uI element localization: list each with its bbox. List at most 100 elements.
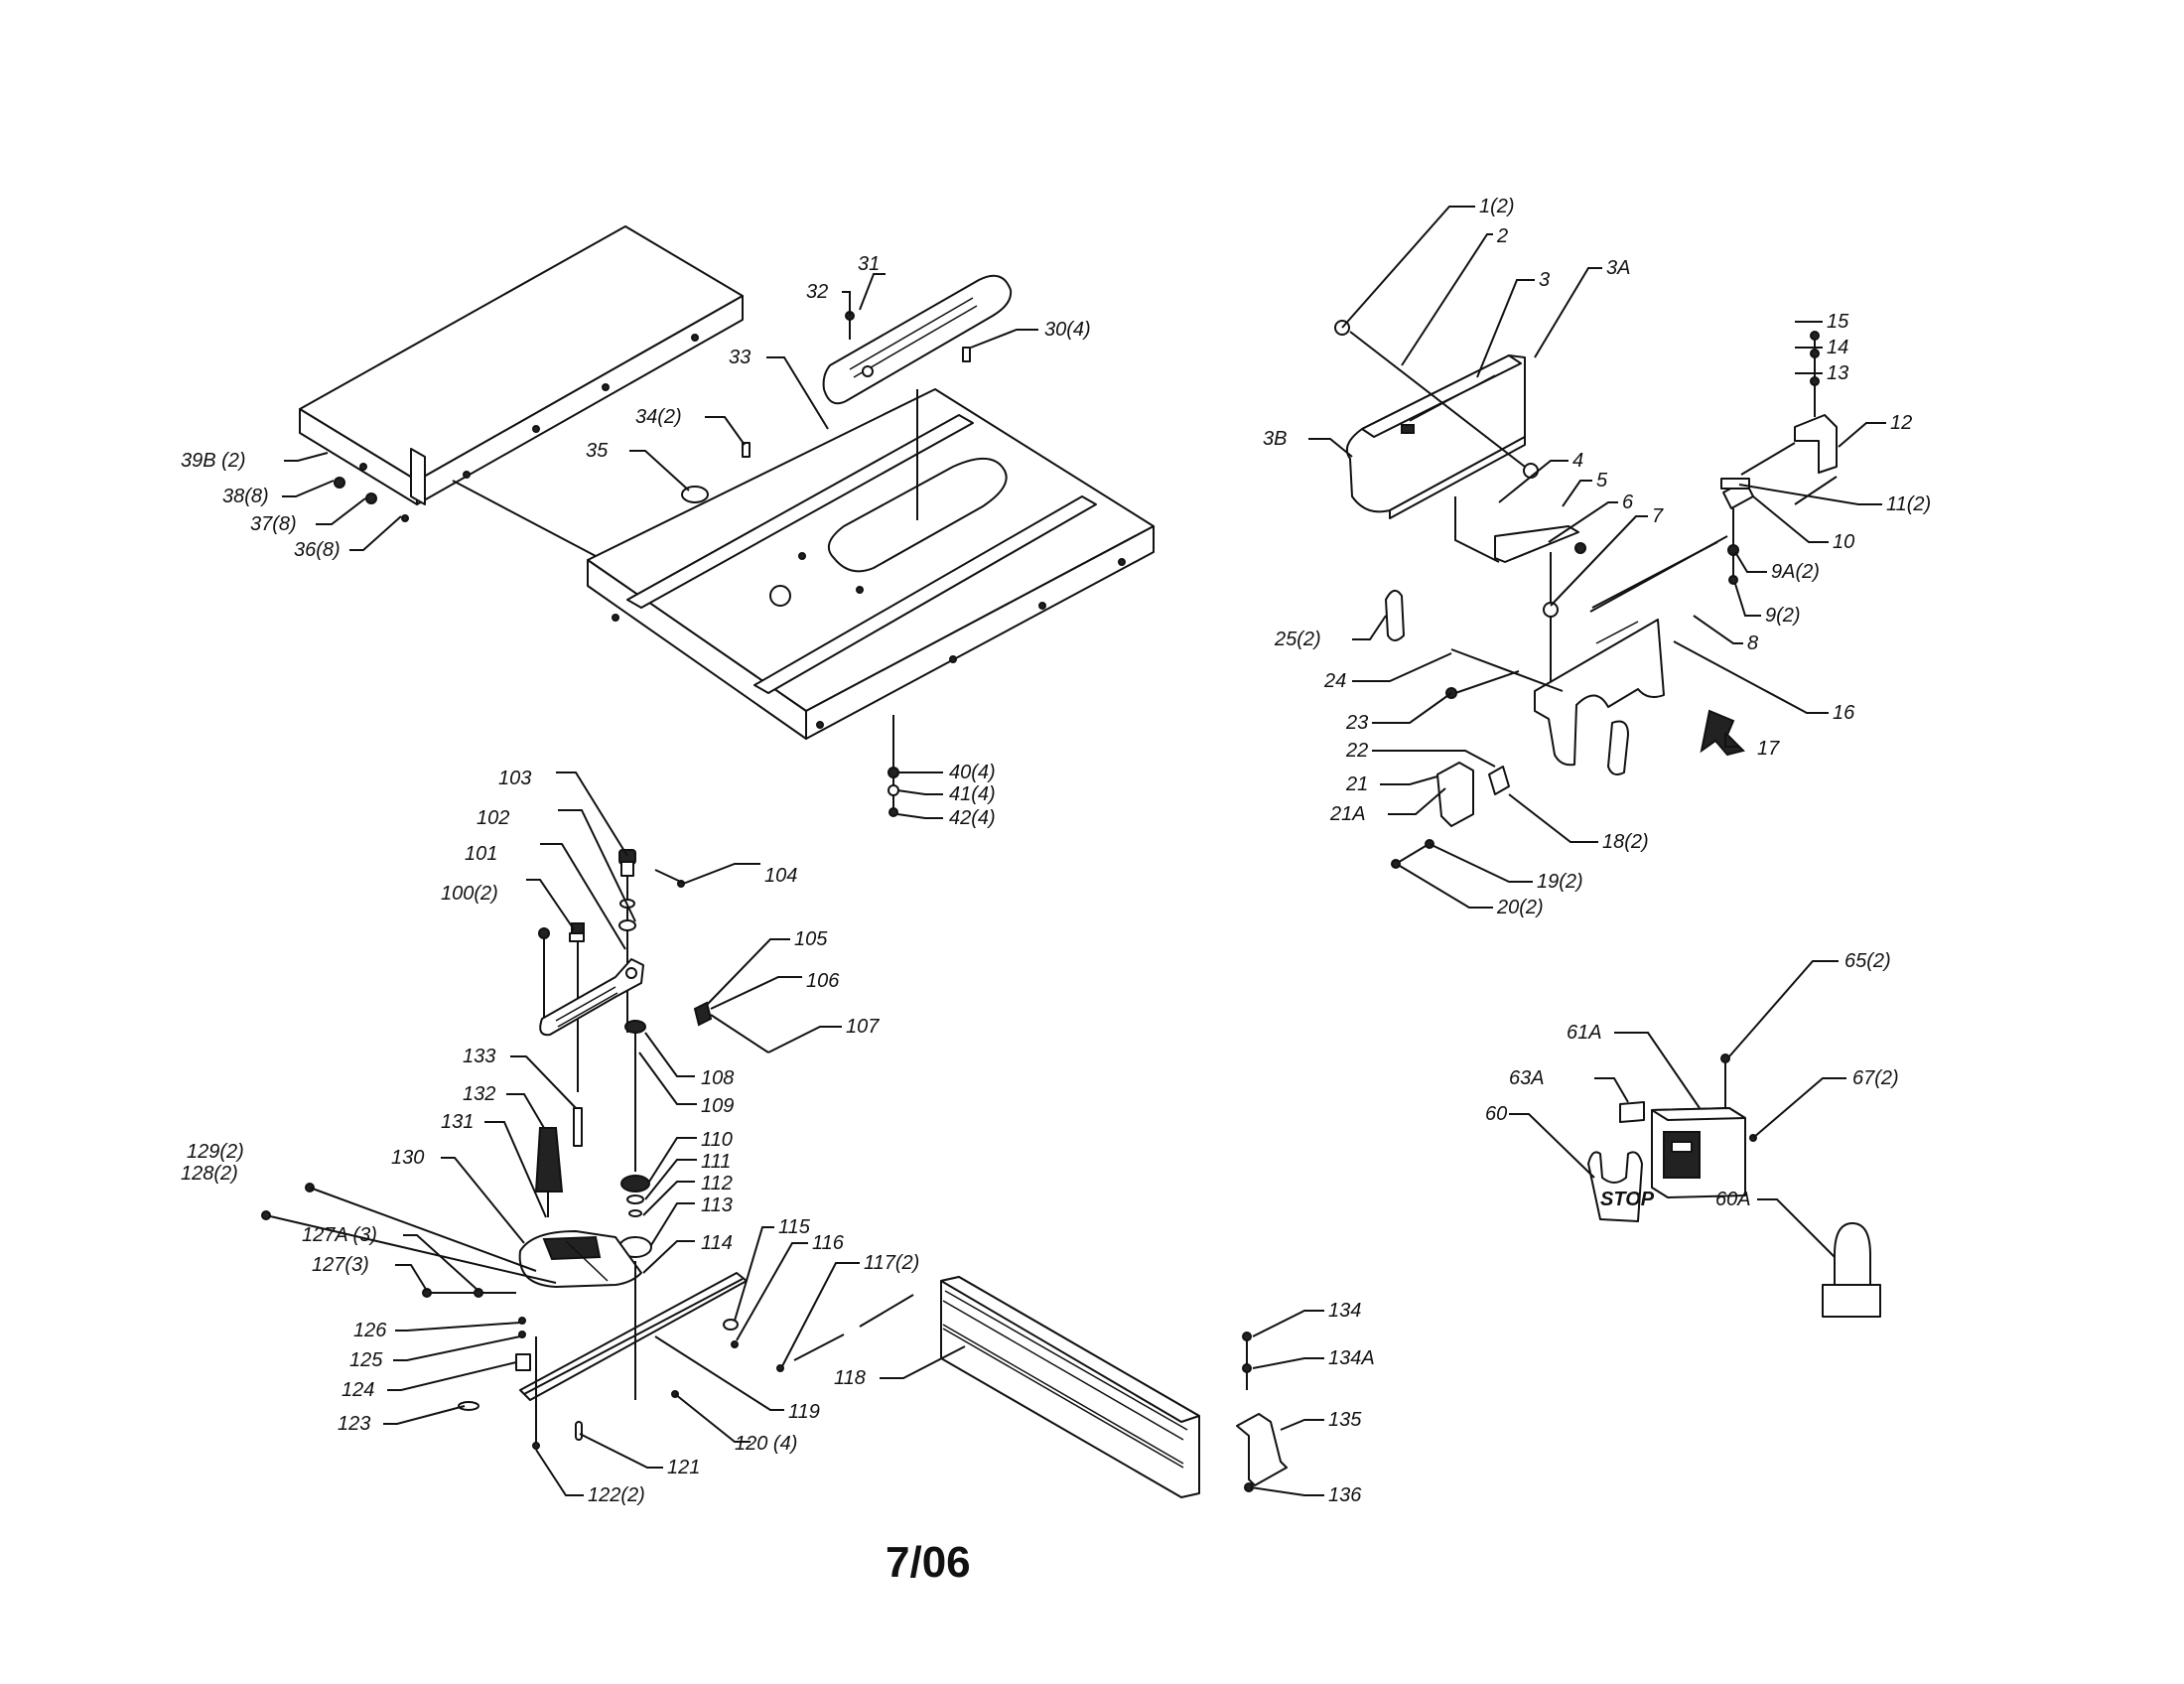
label-132: 132 — [463, 1083, 495, 1105]
label-105: 105 — [794, 928, 828, 950]
label-9a-2: 9A(2) — [1771, 561, 1820, 583]
label-34-2: 34(2) — [635, 406, 682, 428]
label-42-4: 42(4) — [949, 807, 996, 829]
saw-table — [587, 388, 1155, 740]
label-109: 109 — [701, 1095, 734, 1117]
label-3b: 3B — [1263, 428, 1287, 450]
table-hardware-40-42 — [887, 715, 899, 817]
label-23: 23 — [1345, 712, 1368, 734]
extension-hardware-36-38 — [334, 477, 409, 522]
label-102: 102 — [477, 807, 509, 829]
label-103: 103 — [498, 768, 531, 789]
label-39b-2: 39B (2) — [181, 450, 246, 472]
label-115: 115 — [778, 1216, 811, 1238]
label-36-8: 36(8) — [294, 539, 341, 561]
label-60: 60 — [1485, 1103, 1507, 1125]
label-12: 12 — [1890, 412, 1912, 434]
leader-lines — [282, 206, 1886, 1496]
label-133: 133 — [463, 1046, 495, 1067]
label-117-2: 117(2) — [864, 1252, 919, 1274]
label-8: 8 — [1747, 632, 1758, 654]
footer-code: 7/06 — [886, 1538, 971, 1587]
label-106: 106 — [806, 970, 840, 992]
label-131: 131 — [441, 1111, 474, 1133]
label-110: 110 — [701, 1129, 733, 1151]
label-33: 33 — [729, 347, 751, 368]
label-113: 113 — [701, 1194, 733, 1216]
label-31: 31 — [858, 253, 880, 275]
label-111: 111 — [701, 1151, 731, 1173]
label-119: 119 — [788, 1401, 820, 1423]
label-60a: 60A — [1715, 1189, 1751, 1210]
label-17: 17 — [1757, 738, 1780, 760]
label-3: 3 — [1539, 269, 1550, 291]
label-125: 125 — [349, 1349, 383, 1371]
label-18-2: 18(2) — [1602, 831, 1649, 853]
label-21a: 21A — [1329, 803, 1366, 825]
label-7: 7 — [1652, 505, 1664, 527]
label-6: 6 — [1622, 491, 1634, 513]
label-136: 136 — [1328, 1484, 1362, 1506]
label-3a: 3A — [1606, 257, 1630, 279]
label-108: 108 — [701, 1067, 734, 1089]
label-19-2: 19(2) — [1537, 871, 1583, 893]
label-10: 10 — [1833, 531, 1854, 553]
label-2: 2 — [1496, 225, 1508, 247]
label-104: 104 — [764, 865, 797, 887]
label-15: 15 — [1827, 311, 1849, 333]
label-1-2: 1(2) — [1479, 196, 1515, 217]
label-4: 4 — [1572, 450, 1583, 472]
label-30-4: 30(4) — [1044, 319, 1091, 341]
label-14: 14 — [1827, 337, 1848, 358]
label-37-8: 37(8) — [250, 513, 297, 535]
label-11-2: 11(2) — [1886, 493, 1931, 515]
switch-assembly: STOP — [1587, 1053, 1881, 1318]
label-112: 112 — [701, 1173, 733, 1194]
label-65-2: 65(2) — [1844, 950, 1891, 972]
rip-fence — [940, 1276, 1288, 1498]
label-129-2: 129(2) — [187, 1141, 244, 1163]
label-9-2: 9(2) — [1765, 605, 1801, 627]
label-35: 35 — [586, 440, 609, 462]
label-121: 121 — [667, 1457, 700, 1478]
label-67-2: 67(2) — [1852, 1067, 1899, 1089]
label-24: 24 — [1323, 670, 1346, 692]
throat-plate — [822, 274, 1013, 520]
label-114: 114 — [701, 1232, 733, 1254]
label-63a: 63A — [1509, 1067, 1545, 1089]
label-127-3: 127(3) — [312, 1254, 369, 1276]
label-134: 134 — [1328, 1300, 1361, 1322]
label-100-2: 100(2) — [441, 883, 498, 905]
label-38-8: 38(8) — [222, 486, 269, 507]
label-21: 21 — [1345, 773, 1368, 795]
table-extension-wing — [299, 225, 744, 505]
label-20-2: 20(2) — [1496, 897, 1544, 918]
label-130: 130 — [391, 1147, 424, 1169]
label-101: 101 — [465, 843, 497, 865]
label-61a: 61A — [1567, 1022, 1602, 1044]
label-5: 5 — [1596, 470, 1608, 491]
part-labels: 1(2) 2 3 3A 3B 4 5 6 7 8 9A(2) 9(2) 10 1… — [181, 196, 1931, 1587]
label-120-4: 120 (4) — [735, 1433, 797, 1455]
label-134a: 134A — [1328, 1347, 1375, 1369]
label-127a-3: 127A (3) — [302, 1224, 377, 1246]
label-126: 126 — [353, 1320, 387, 1341]
label-16: 16 — [1833, 702, 1855, 724]
label-25-2: 25(2) — [1274, 629, 1321, 650]
label-123: 123 — [338, 1413, 370, 1435]
label-118: 118 — [834, 1367, 866, 1389]
label-128-2: 128(2) — [181, 1163, 238, 1185]
label-13: 13 — [1827, 362, 1848, 384]
blade-guard-assembly — [1334, 320, 1838, 869]
label-116: 116 — [812, 1232, 845, 1254]
label-22: 22 — [1345, 740, 1368, 762]
label-40-4: 40(4) — [949, 762, 996, 783]
small-screws-top — [681, 311, 971, 503]
label-135: 135 — [1328, 1409, 1362, 1431]
label-122-2: 122(2) — [588, 1484, 645, 1506]
stop-tag-text: STOP — [1600, 1189, 1655, 1210]
label-124: 124 — [341, 1379, 374, 1401]
hold-down-assembly — [261, 849, 914, 1450]
